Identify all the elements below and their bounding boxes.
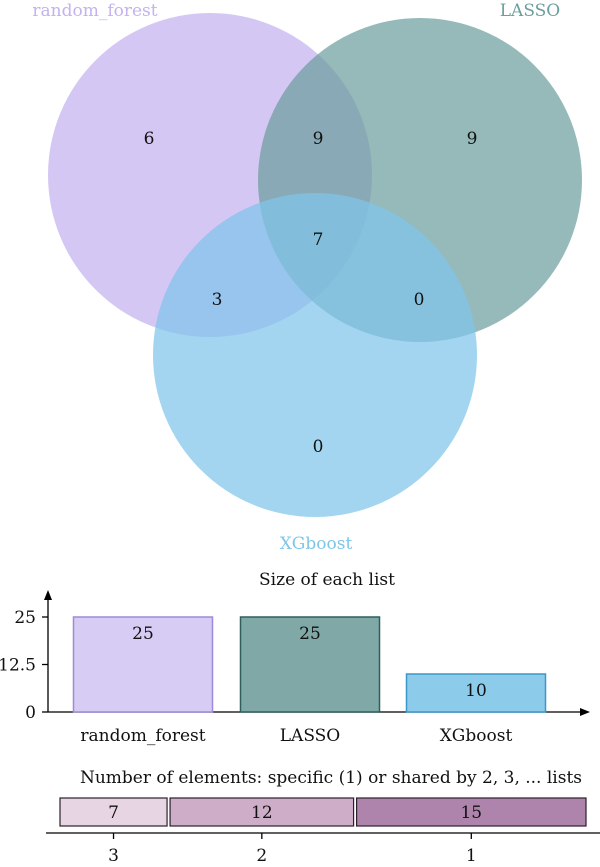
bar-category-label: random_forest — [80, 726, 205, 746]
shared-segment-value: 7 — [108, 803, 119, 823]
shared-tick-label: 1 — [466, 846, 477, 863]
bar-LASSO — [239, 616, 381, 713]
bar-value-label: 10 — [465, 681, 487, 701]
venn-region-all-three: 7 — [313, 230, 324, 250]
shared-tick-label: 3 — [108, 846, 119, 863]
venn-set-label-lasso: LASSO — [500, 1, 561, 21]
y-tick-label: 0 — [25, 703, 36, 723]
bar-value-label: 25 — [299, 624, 321, 644]
bar-category-label: LASSO — [280, 726, 341, 746]
shared-tick-label: 2 — [256, 846, 267, 863]
venn-region-lasso-only: 9 — [467, 129, 478, 149]
bar-value-label: 25 — [132, 624, 154, 644]
shared-elements-chart: Number of elements: specific (1) or shar… — [46, 768, 600, 866]
shared-segment-value: 12 — [251, 803, 273, 823]
shared-segment-1 — [355, 797, 587, 827]
x-axis-arrow — [580, 708, 590, 716]
venn-region-xgboost-only: 0 — [313, 437, 324, 457]
venn-set-label-xgboost: XGboost — [280, 534, 353, 554]
shared-segment-2 — [169, 797, 355, 827]
venn-region-random-forest-xgboost: 3 — [212, 290, 223, 310]
list-size-chart: Size of each list 25 random_forest 25LASSO… — [0, 570, 590, 746]
shared-segments: 7 3 12 2 15 1 — [59, 797, 587, 866]
venn-circle-xgboost — [153, 193, 477, 517]
shared-segment-value: 15 — [460, 803, 482, 823]
venn-region-lasso-xgboost: 0 — [414, 290, 425, 310]
venn-diagram: random_forest LASSO XGboost 6 9 9 7 3 0 … — [32, 1, 582, 554]
venn-region-random-forest-only: 6 — [144, 129, 155, 149]
y-tick-label: 12.5 — [0, 656, 36, 676]
y-axis-arrow — [44, 590, 52, 600]
bar-XGboost — [405, 673, 547, 713]
bar-random_forest — [72, 616, 214, 713]
shared-elements-title: Number of elements: specific (1) or shar… — [80, 768, 582, 788]
shared-segment-3 — [59, 797, 168, 827]
list-size-title: Size of each list — [259, 570, 395, 590]
venn-region-random-forest-lasso: 9 — [313, 129, 324, 149]
y-tick-label: 25 — [14, 608, 36, 628]
bar-category-label: XGboost — [440, 726, 513, 746]
venn-set-label-random-forest: random_forest — [32, 1, 157, 21]
